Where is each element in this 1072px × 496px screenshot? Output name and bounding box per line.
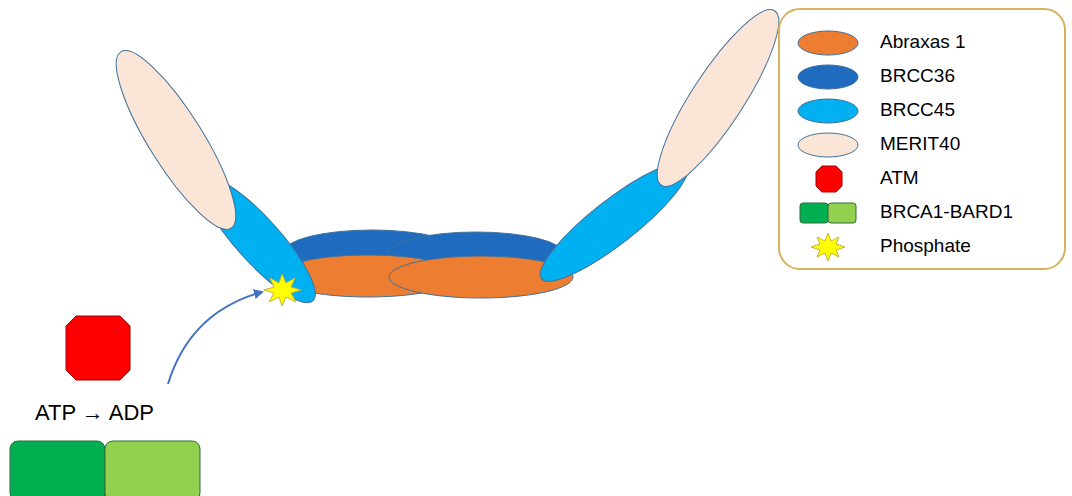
- legend-row: BRCC36: [780, 62, 1064, 92]
- legend-star: [811, 233, 845, 261]
- legend-text: MERIT40: [880, 133, 960, 155]
- legend-sample: [794, 62, 866, 92]
- reaction-label: ATP → ADP: [35, 400, 154, 426]
- legend-row: BRCC45: [780, 96, 1064, 126]
- legend-box: Abraxas 1 BRCC36BRCC45MERIT40ATM BRCA1-BAR…: [778, 8, 1066, 270]
- legend-swatch: [800, 203, 828, 223]
- legend-text: Abraxas 1: [880, 31, 966, 53]
- brca1-block: [10, 441, 105, 496]
- legend-swatch: [798, 31, 858, 55]
- legend-sample: [794, 28, 866, 58]
- legend-text: BRCC36: [880, 65, 955, 87]
- legend-sample: [794, 164, 866, 194]
- bard1-block: [105, 441, 200, 496]
- legend-sample: [794, 130, 866, 160]
- legend-text: ATM: [880, 167, 919, 189]
- legend-swatch: [798, 65, 858, 89]
- legend-swatch: [798, 99, 858, 123]
- legend-swatch: [798, 133, 858, 157]
- legend-text: Phosphate: [880, 235, 971, 257]
- merit40-shape: [640, 0, 797, 199]
- legend-row: MERIT40: [780, 130, 1064, 160]
- legend-swatch-part: [828, 203, 856, 223]
- legend-text: BRCC45: [880, 99, 955, 121]
- legend-sample: [794, 96, 866, 126]
- phosphorylation-arrow: [168, 292, 262, 384]
- legend-row: BRCA1-BARD1: [780, 198, 1064, 228]
- legend-sample: [794, 232, 866, 262]
- merit40-shape: [98, 37, 254, 242]
- legend-text: BRCA1-BARD1: [880, 201, 1013, 223]
- legend-row: Abraxas 1: [780, 28, 1064, 58]
- atm-octagon: [66, 316, 130, 380]
- legend-sample: [794, 198, 866, 228]
- legend-swatch: [816, 166, 842, 192]
- legend-row: Phosphate: [780, 232, 1064, 262]
- legend-row: ATM: [780, 164, 1064, 194]
- phosphate-star: [264, 274, 301, 306]
